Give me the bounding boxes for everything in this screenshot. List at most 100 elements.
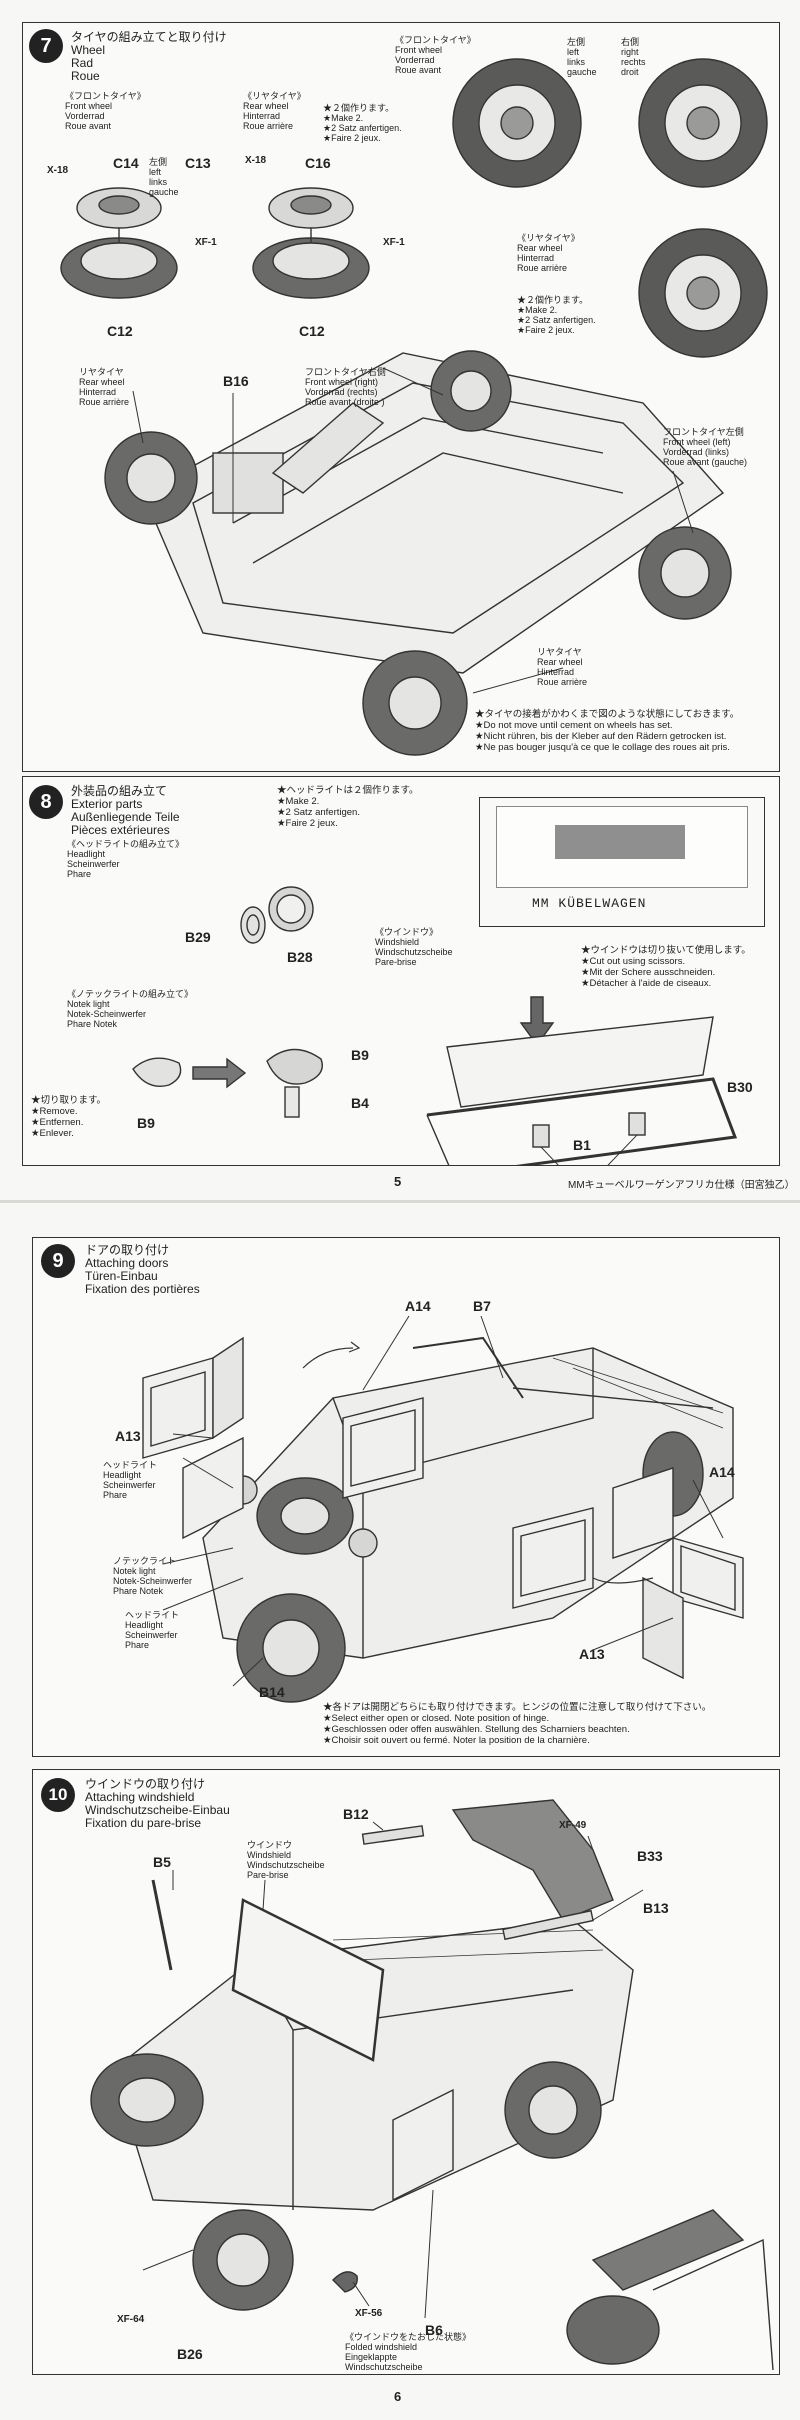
part-b5-arm (151, 1879, 173, 1971)
headlight-heading: 《ヘッドライトの組み立て》 Headlight Scheinwerfer Pha… (67, 839, 185, 879)
make-2-rear: ★２個作ります。 ★Make 2. ★2 Satz anfertigen. ★F… (517, 295, 596, 335)
part-a13-left: A13 (115, 1428, 141, 1444)
windshield (231, 1898, 385, 2062)
part-b26: B26 (177, 2346, 203, 2362)
headlight-label-lower: ヘッドライト Headlight Scheinwerfer Phare (125, 1610, 180, 1650)
step-9-number: 9 (41, 1244, 75, 1278)
front-wheel-left-label: フロントタイヤ左側 Front wheel (left) Vorderrad (… (663, 427, 748, 467)
door-bottom-right (642, 1576, 684, 1680)
part-b33: B33 (637, 1848, 663, 1864)
folded-top-canvas (451, 1799, 614, 1921)
make-2-headlight: ★ヘッドライトは２個作ります。 ★Make 2. ★2 Satz anferti… (277, 785, 419, 829)
left-side-label: 左側 left links gauche (567, 37, 597, 77)
part-xf1-rear: XF-1 (383, 237, 405, 248)
rear-wheel-right-heading: 《リヤタイヤ》 Rear wheel Hinterrad Roue arrièr… (517, 233, 580, 273)
part-b9-left: B9 (137, 1115, 155, 1131)
notek-heading: 《ノテックライトの組み立て》 Notek light Notek-Scheinw… (67, 989, 194, 1029)
part-b7: B7 (473, 1298, 491, 1314)
part-b5: B5 (153, 1854, 171, 1870)
chassis-outline (142, 352, 725, 674)
make-2-front: ★２個作ります。 ★Make 2. ★2 Satz anfertigen. ★F… (323, 103, 402, 143)
part-b28: B28 (287, 949, 313, 965)
windshield-glass (446, 1016, 714, 1108)
windshield-decal-sheet: MM KÜBELWAGEN (479, 797, 765, 927)
part-b13: B13 (643, 1900, 669, 1916)
rear-wheel-heading: 《リヤタイヤ》 Rear wheel Hinterrad Roue arrièr… (243, 91, 306, 131)
headlight-label-upper: ヘッドライト Headlight Scheinwerfer Phare (103, 1460, 158, 1500)
windshield-arrow (519, 996, 555, 1047)
part-b16: B16 (223, 373, 249, 389)
folded-windshield-label: 《ウインドウをたおした状態》 Folded windshield Eingekl… (345, 2332, 472, 2372)
windshield-heading: 《ウインドウ》 Windshield Windschutzscheibe Par… (375, 927, 453, 967)
cut-out-note: ★ウインドウは切り抜いて使用します。 ★Cut out using scisso… (581, 945, 751, 989)
page-5-footer: MMキューベルワーゲンアフリカ仕様（田宮独乙） (568, 1180, 795, 1191)
part-xf56: XF-56 (355, 2308, 383, 2319)
notek-lens (132, 1057, 182, 1087)
door-upper-front (212, 1336, 244, 1440)
c14-left-note: 左側 left links gauche (149, 157, 179, 197)
part-a13-bottom: A13 (579, 1646, 605, 1662)
part-b4: B4 (351, 1095, 369, 1111)
front-wheel-top-heading: 《フロントタイヤ》 Front wheel Vorderrad Roue ava… (395, 35, 476, 75)
front-wheel-right-label: フロントタイヤ右側 Front wheel (right) Vorderrad … (305, 367, 386, 407)
part-c13: C13 (185, 155, 211, 171)
step-7-title: タイヤの組み立てと取り付け Wheel Rad Roue (71, 30, 227, 83)
rear-wheel-bottom-label: リヤタイヤ Rear wheel Hinterrad Roue arrière (537, 647, 588, 687)
part-xf64: XF-64 (117, 2314, 145, 2325)
windshield-cutout (496, 806, 748, 888)
part-b6: B6 (425, 2322, 443, 2338)
step-9-title: ドアの取り付け Attaching doors Türen-Einbau Fix… (85, 1243, 200, 1296)
headlight-ring (240, 906, 266, 944)
decal-stripe (555, 825, 685, 859)
part-b13-bar (502, 1909, 594, 1941)
part-c12-front: C12 (107, 323, 133, 339)
step-9-panel: 9 ドアの取り付け Attaching doors Türen-Einbau F… (32, 1237, 780, 1757)
decal-kubelwagen-text: MM KÜBELWAGEN (532, 896, 647, 911)
part-xf49: XF-49 (559, 1820, 587, 1831)
step-10-title: ウインドウの取り付け Attaching windshield Windschu… (85, 1777, 230, 1830)
windshield-label: ウインドウ Windshield Windschutzscheibe Pare-… (247, 1840, 325, 1880)
page-6: 9 ドアの取り付け Attaching doors Türen-Einbau F… (0, 1200, 800, 2420)
door-middle-left (182, 1436, 244, 1540)
step-9-note: ★各ドアは開閉どちらにも取り付けできます。ヒンジの位置に注意して取り付けて下さい… (323, 1702, 712, 1746)
step-8-title: 外装品の組み立て Exterior parts Außenliegende Te… (71, 784, 180, 837)
part-c12-rear: C12 (299, 323, 325, 339)
part-b12-bar (361, 1825, 425, 1845)
step-7-panel: 7 タイヤの組み立てと取り付け Wheel Rad Roue (22, 22, 780, 772)
notek-arrow (192, 1057, 247, 1089)
part-b30: B30 (727, 1079, 753, 1095)
part-xf1-front: XF-1 (195, 237, 217, 248)
open-door (392, 2088, 454, 2202)
door-exploded-right (672, 1537, 744, 1619)
remove-note: ★切り取ります。 ★Remove. ★Entfernen. ★Enlever. (31, 1095, 107, 1139)
part-b9-right: B9 (351, 1047, 369, 1063)
part-b12: B12 (343, 1806, 369, 1822)
page-number-6: 6 (394, 2389, 402, 2404)
part-c14: C14 (113, 155, 139, 171)
part-x18-rear: X-18 (245, 155, 267, 166)
part-x18-front: X-18 (47, 165, 69, 176)
part-a14-top: A14 (405, 1298, 431, 1314)
part-a14-right: A14 (709, 1464, 735, 1480)
page-number-5: 5 (394, 1174, 402, 1189)
page-5: 7 タイヤの組み立てと取り付け Wheel Rad Roue (0, 0, 800, 1200)
part-c16: C16 (305, 155, 331, 171)
step-8-number: 8 (29, 785, 63, 819)
step-7-number: 7 (29, 29, 63, 63)
part-b14: B14 (259, 1684, 285, 1700)
step-8-drawing (132, 886, 738, 1165)
step-9-drawing (142, 1315, 744, 1703)
step-7-caution: ★タイヤの接着がかわくまで図のような状態にしておきます。 ★Do not mov… (475, 709, 740, 753)
notek-label: ノテックライト Notek light Notek-Scheinwerfer P… (113, 1556, 193, 1596)
step-7-drawing (60, 58, 768, 756)
step-8-panel: 8 外装品の組み立て Exterior parts Außenliegende … (22, 776, 780, 1166)
step-10-number: 10 (41, 1778, 75, 1812)
notek-light (266, 1048, 323, 1085)
rear-wheel-left-label: リヤタイヤ Rear wheel Hinterrad Roue arrière (79, 367, 130, 407)
part-b1: B1 (573, 1137, 591, 1153)
right-side-label: 右側 right rechts droit (621, 37, 646, 77)
front-wheel-heading: 《フロントタイヤ》 Front wheel Vorderrad Roue ava… (65, 91, 146, 131)
step-10-drawing (90, 1799, 774, 2371)
step-10-panel: 10 ウインドウの取り付け Attaching windshield Winds… (32, 1769, 780, 2375)
folded-windshield-inset (591, 2209, 745, 2291)
